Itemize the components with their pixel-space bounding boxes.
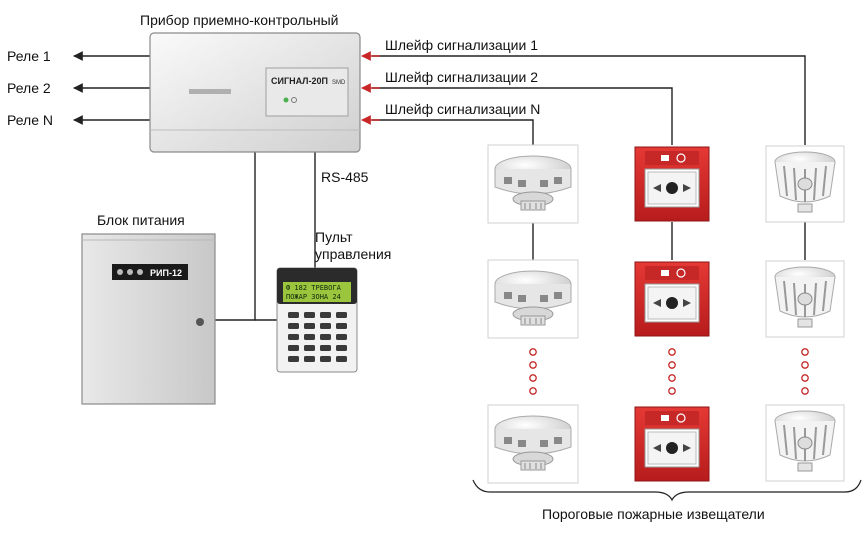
psu-wire — [215, 152, 256, 321]
console-key — [304, 356, 315, 362]
console-key — [288, 312, 299, 318]
relay-1-label: Реле 1 — [7, 48, 51, 64]
console-key — [320, 323, 331, 329]
console-key — [336, 312, 347, 318]
call-points-column — [634, 146, 710, 482]
indicator-led-icon — [291, 97, 297, 103]
continuation-dot — [668, 361, 676, 369]
loop-1-label: Шлейф сигнализации 1 — [385, 37, 538, 53]
power-supply: РИП-12 — [81, 233, 216, 405]
console-keypad — [288, 312, 347, 362]
control-panel: СИГНАЛ-20П SMD — [149, 32, 361, 153]
manual-call-point-icon — [634, 261, 710, 337]
continuation-dot — [529, 361, 537, 369]
power-led-icon — [283, 97, 289, 103]
continuation-dot — [529, 348, 537, 356]
continuation-dot — [529, 374, 537, 382]
console-key — [288, 334, 299, 340]
console-screen-line1: Ф 182 ТРЕВОГА — [286, 284, 342, 292]
console-key — [320, 345, 331, 351]
console-title-line1: Пульт — [315, 229, 353, 245]
smoke-detector-icon — [487, 144, 579, 224]
console-key — [320, 334, 331, 340]
rs485-label: RS-485 — [321, 169, 369, 185]
heat-detectors-column — [765, 145, 845, 482]
console-key — [320, 312, 331, 318]
console-screen-line2: ПОЖАР ЗОНА 24 — [286, 293, 341, 301]
heat-detector-icon — [765, 260, 845, 338]
heat-detector-icon — [765, 404, 845, 482]
panel-title: Прибор приемно-контрольный — [140, 12, 338, 28]
psu-title: Блок питания — [97, 212, 185, 228]
loop-n-label: Шлейф сигнализации N — [385, 101, 540, 117]
console-key — [336, 345, 347, 351]
loop-2-wire — [372, 87, 673, 145]
continuation-dot — [668, 387, 676, 395]
smoke-detector-icon — [487, 404, 579, 484]
relay-2-label: Реле 2 — [7, 80, 51, 96]
psu-lock-icon — [196, 318, 204, 326]
continuation-dot — [801, 361, 809, 369]
console-key — [288, 356, 299, 362]
loop-2-label: Шлейф сигнализации 2 — [385, 69, 538, 85]
continuation-dot — [529, 387, 537, 395]
detectors-caption: Пороговые пожарные извещатели — [542, 506, 765, 522]
console-key — [288, 323, 299, 329]
loop-1-wire — [372, 55, 806, 145]
loop-n-wire — [372, 119, 534, 145]
manual-call-point-icon — [634, 146, 710, 222]
console-key — [288, 345, 299, 351]
panel-model: СИГНАЛ-20П — [271, 76, 328, 86]
manual-call-point-icon — [634, 406, 710, 482]
console-key — [304, 312, 315, 318]
heat-detector-icon — [765, 145, 845, 223]
console-key — [336, 323, 347, 329]
continuation-dot — [801, 374, 809, 382]
smoke-detectors-column — [487, 144, 579, 484]
continuation-dot — [801, 348, 809, 356]
panel-model-suffix: SMD — [332, 80, 346, 86]
console-key — [320, 356, 331, 362]
console-lcd-screen — [283, 282, 351, 302]
console-key — [304, 334, 315, 340]
console-key — [336, 356, 347, 362]
continuation-dot — [668, 348, 676, 356]
continuation-dot — [668, 374, 676, 382]
console-title-line2: управления — [315, 246, 391, 262]
detectors-bracket — [472, 479, 862, 502]
control-console: Ф 182 ТРЕВОГА ПОЖАР ЗОНА 24 — [276, 267, 358, 373]
relay-n-label: Реле N — [7, 112, 53, 128]
console-key — [336, 334, 347, 340]
psu-model: РИП-12 — [150, 268, 182, 278]
continuation-dot — [801, 387, 809, 395]
continuation-dots — [529, 348, 809, 395]
console-key — [304, 345, 315, 351]
console-key — [304, 323, 315, 329]
smoke-detector-icon — [487, 259, 579, 339]
